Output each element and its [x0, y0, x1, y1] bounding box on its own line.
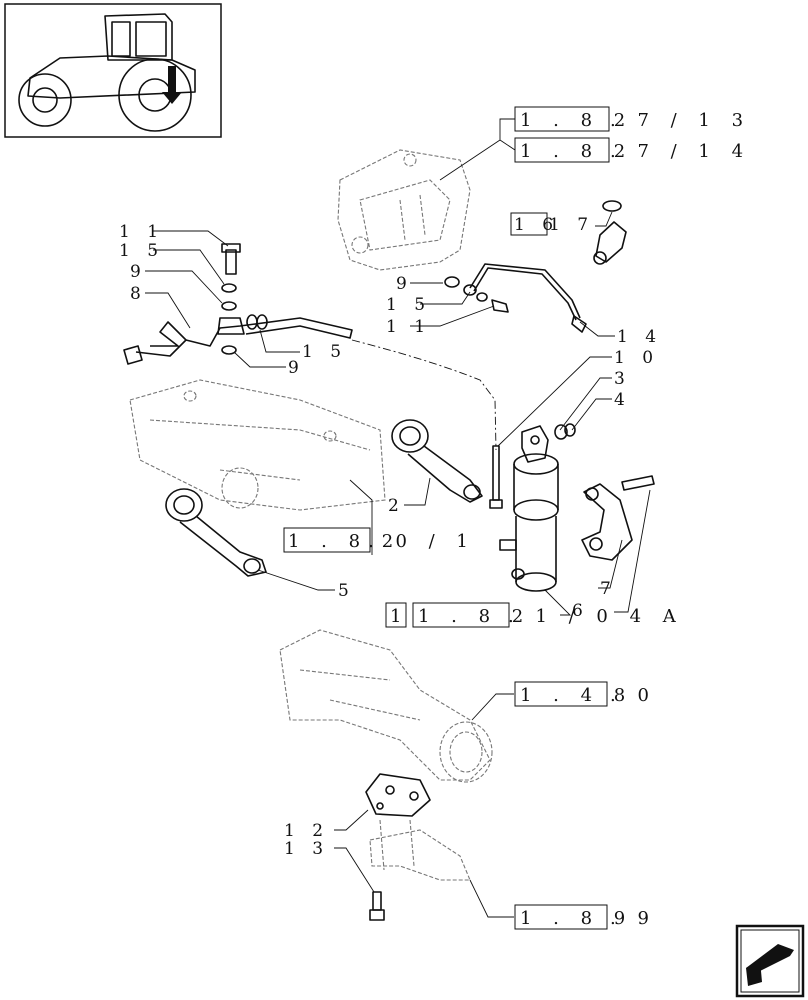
callout-15: 1 5: [386, 295, 431, 315]
callout-12: 1 2: [284, 821, 329, 841]
reference-suffix-text: . 1 / 0 4 A: [508, 606, 684, 627]
reference-suffix-text: . 0 / 1: [368, 531, 476, 552]
callout-16-17: 1 6 1 7: [510, 212, 594, 236]
reference-suffix-text: . 0: [610, 685, 657, 706]
elbow-fitting-drawing: [593, 200, 627, 265]
reference-1-82-0-1[interactable]: 1 . 8 2 . 0 / 1: [283, 527, 476, 553]
left-pipe-drawing: [123, 243, 353, 365]
reference-1-48-0[interactable]: 1 . 4 8 . 0: [514, 681, 657, 707]
leader-lines: [145, 118, 651, 918]
axle-housing-drawing: [279, 629, 493, 783]
callout-5: 5: [338, 581, 355, 601]
callout-6: 6: [572, 601, 589, 621]
callout-16: 1 6: [514, 215, 559, 235]
reference-1-82-7-13[interactable]: 1 . 8 2 . 7 / 1 3: [514, 106, 751, 132]
reference-boxed-text: 1 . 8 2: [520, 110, 633, 131]
lift-arm-right-drawing: [391, 419, 483, 503]
reference-suffix-text: . 9: [610, 908, 657, 929]
reference-boxed-text: 1 . 8 2: [288, 531, 401, 552]
reference-1-89-9[interactable]: 1 . 8 9 . 9: [514, 904, 657, 930]
callout-17: 1 7: [549, 215, 594, 235]
callout-11: 1 1: [119, 222, 164, 242]
reference-boxed-text: 1 . 8 2: [418, 606, 531, 627]
lift-housing-drawing: [129, 379, 386, 511]
callout-13: 1 3: [284, 839, 329, 859]
tractor-thumbnail-icon: [4, 3, 222, 138]
reference-suffix-text: . 7 / 1 3: [610, 110, 751, 131]
callout-11: 1 1: [386, 317, 431, 337]
callout-9: 9: [396, 274, 413, 294]
callout-15: 1 5: [119, 241, 164, 261]
long-bolt-drawing: [489, 445, 503, 509]
assembly-dash-line: [351, 339, 497, 451]
reference-boxed-text: 1 . 4 8: [520, 685, 633, 706]
callout-9: 9: [288, 358, 305, 378]
next-page-arrow-icon[interactable]: [735, 924, 805, 998]
callout-10: 1 0: [614, 348, 659, 368]
reference-1-82-1-04a[interactable]: 1 1 . 8 2 . 1 / 0 4 A: [385, 602, 684, 628]
callout-7: 7: [600, 579, 617, 599]
lift-cylinder-drawing: [499, 425, 559, 592]
bolt-13-drawing: [369, 891, 385, 921]
callout-8: 8: [130, 284, 147, 304]
callout-15: 1 5: [302, 342, 347, 362]
reference-1-82-7-14[interactable]: 1 . 8 2 . 7 / 1 4: [514, 137, 751, 163]
callout-2: 2: [388, 496, 405, 516]
reference-prefix-text: 1: [390, 606, 409, 627]
callout-14: 1 4: [617, 327, 662, 347]
stud-drawing: [621, 475, 655, 491]
reference-boxed-text: 1 . 8 2: [520, 141, 633, 162]
callout-4: 4: [614, 390, 631, 410]
callout-9: 9: [130, 262, 147, 282]
callout-3: 3: [614, 369, 631, 389]
washer-drawing: [554, 424, 568, 440]
control-valve-drawing: [337, 149, 471, 271]
reference-boxed-text: 1 . 8 9: [520, 908, 633, 929]
callout-labels: 1 1 1 5 9 8 1 5 9 9 1 5 1 1 1 4 1 0 3 4 …: [119, 222, 662, 859]
reference-suffix-text: . 7 / 1 4: [610, 141, 751, 162]
right-pipe-drawing: [444, 263, 587, 333]
bracket-drawing: [581, 483, 633, 561]
lift-arm-left-drawing: [165, 488, 267, 577]
nut-drawing: [564, 423, 576, 437]
mounting-plate-drawing: [365, 773, 431, 817]
drawbar-bracket-drawing: [369, 819, 471, 881]
